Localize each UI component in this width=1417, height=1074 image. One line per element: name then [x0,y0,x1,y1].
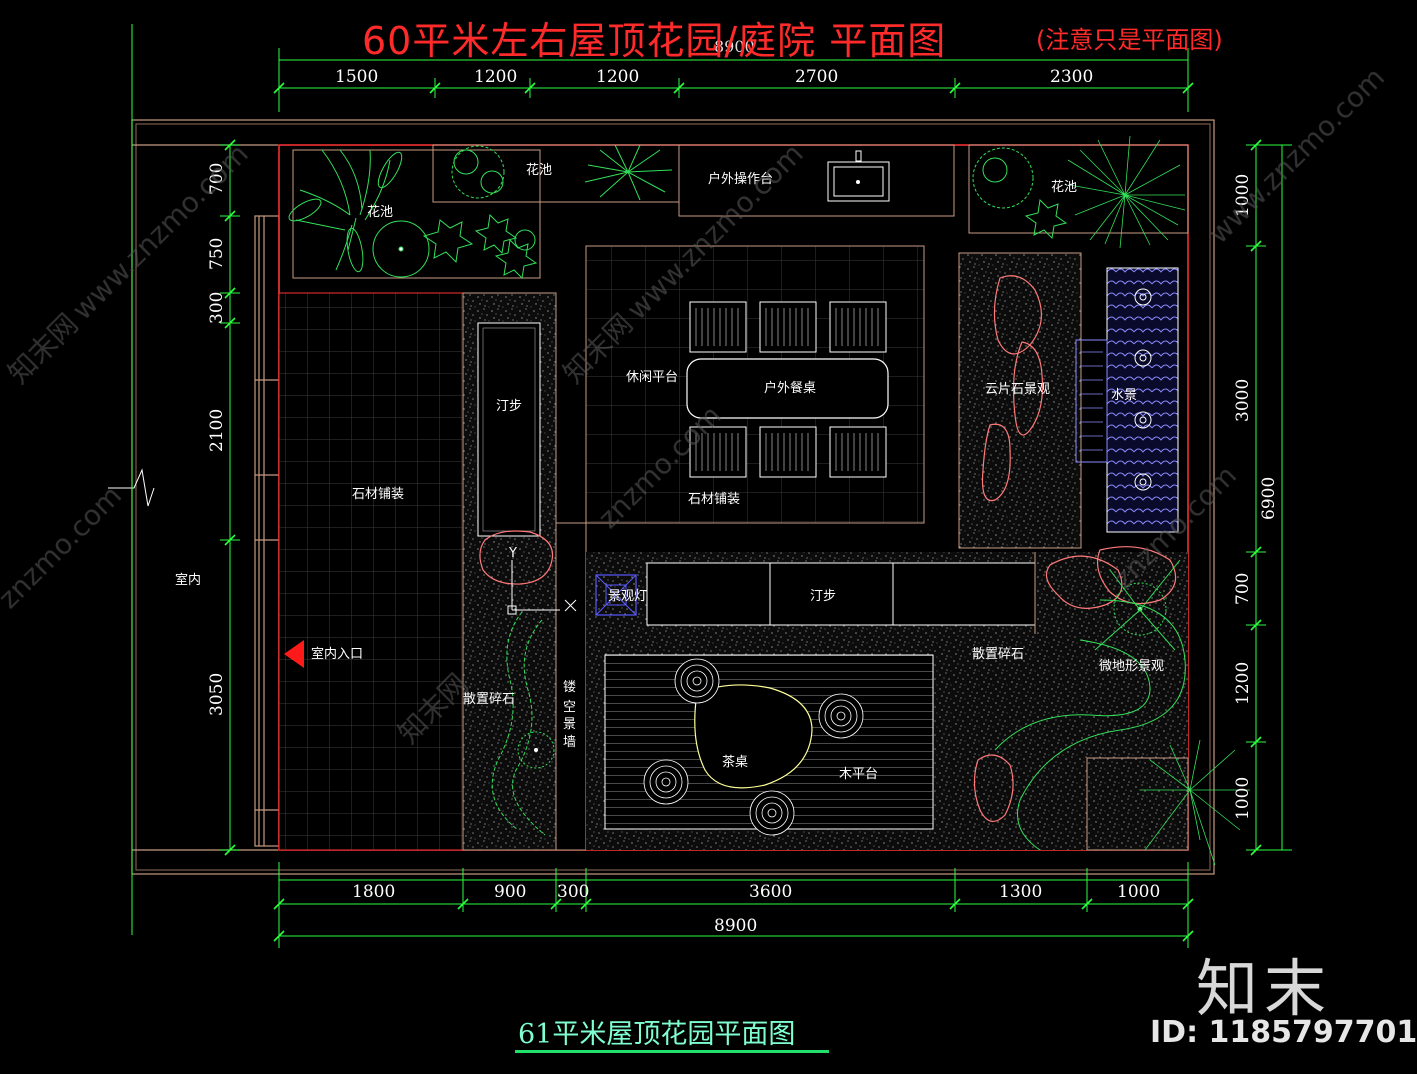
watermark-url-3: www.znzmo.com [1202,61,1391,250]
wall-char-2: 空 [563,700,576,715]
dimension-texts: 8900 1500 1200 1200 2700 2300 1800 900 3… [207,37,1279,936]
watermark-cn-1: 知末网 [2,307,85,390]
dim-top-overall: 8900 [714,37,755,56]
dim-bottom-6: 1000 [1117,882,1160,902]
flower-bed-middle: 花池 [432,144,680,203]
ucs-icon: Y [507,546,577,615]
title-note: (注意只是平面图) [1036,26,1223,54]
outdoor-counter: 户外操作台 [678,144,955,217]
dim-left-5: 3050 [207,673,227,716]
micro-terrain-label: 微地形景观 [1099,659,1164,674]
stone-paving-label-1: 石材铺装 [352,487,404,502]
caption-underline [515,1050,829,1053]
counter-label: 户外操作台 [708,171,773,187]
page-title: 60平米左右屋顶花园/庭院 平面图 [362,19,947,63]
dim-right-3: 700 [1233,573,1253,605]
dim-bottom-2: 900 [494,882,526,902]
gravel-band-middle: 汀步 景观灯 [586,552,1188,634]
stone-paving-label-2: 石材铺装 [688,492,740,507]
stepping-label-2: 汀步 [810,589,836,604]
dim-right-overall: 6900 [1259,477,1279,520]
wood-deck-label: 木平台 [839,767,878,782]
wall-char-4: 墙 [563,735,576,750]
micro-terrain-area: 散置碎石 微地形景观 [956,546,1250,866]
stone-paving-left: 石材铺装 [278,292,464,851]
break-line [108,468,155,507]
flower-bed-label-1: 花池 [367,204,393,220]
wall-char-1: 镂 [563,680,576,695]
dim-bottom-1: 1800 [352,882,395,902]
drawing-caption: 61平米屋顶花园平面图 [518,1019,796,1050]
leisure-label: 休闲平台 [626,370,678,385]
dim-left-2: 750 [207,238,227,270]
water-feature: 水景 [1075,267,1179,533]
leisure-platform: 休闲平台 户外餐桌 石材铺装 [585,245,925,524]
dim-top-5: 2300 [1050,67,1093,87]
resource-id: ID: 1185797701 [1150,1015,1417,1050]
dim-bottom-3: 300 [557,882,589,902]
flower-bed-right: 花池 [968,135,1189,249]
dim-bottom-overall: 8900 [714,916,757,936]
lamp-label: 景观灯 [608,589,647,604]
flower-bed-label-2: 花池 [526,162,552,178]
ucs-y-label: Y [508,546,517,561]
flower-bed-label-3: 花池 [1051,179,1077,195]
gravel-strip-left: 汀步 散置碎石 [462,292,587,851]
dim-top-1: 1500 [335,67,378,87]
watermark-url-4: znzmo.com [0,479,128,615]
dim-right-5: 1000 [1233,777,1253,820]
indoor-label: 室内 [175,572,201,588]
dim-right-4: 1200 [1233,662,1253,705]
cloud-rock-landscape: 云片石景观 [958,252,1082,549]
dimension-ticks [224,82,1262,942]
hollow-wall: 镂 空 景 墙 [555,522,587,851]
dim-left-1: 700 [207,163,227,195]
wall-char-3: 景 [563,717,576,732]
flower-bed-left: 花池 [288,149,541,280]
dim-top-4: 2700 [795,67,838,87]
stepping-label-1: 汀步 [496,399,522,414]
gravel-label-2: 散置碎石 [972,647,1024,662]
dim-left-4: 2100 [207,409,227,452]
dim-bottom-4: 3600 [749,882,792,902]
dim-left-3: 300 [207,292,227,324]
dim-bottom-5: 1300 [999,882,1042,902]
cloud-rock-label: 云片石景观 [985,382,1050,397]
dining-table-label: 户外餐桌 [764,380,816,396]
entrance-arrow-icon [284,640,304,668]
gravel-label-1: 散置碎石 [463,692,515,707]
water-label: 水景 [1111,388,1137,403]
wood-deck: 茶桌 木平台 [586,634,956,850]
dim-right-2: 3000 [1233,379,1253,422]
brand-logo: 知末 [1196,952,1333,1025]
tea-table-label: 茶桌 [722,754,748,770]
entrance-label: 室内入口 [311,646,363,662]
dim-right-1: 1000 [1233,174,1253,217]
dim-top-2: 1200 [474,67,517,87]
dim-top-3: 1200 [596,67,639,87]
